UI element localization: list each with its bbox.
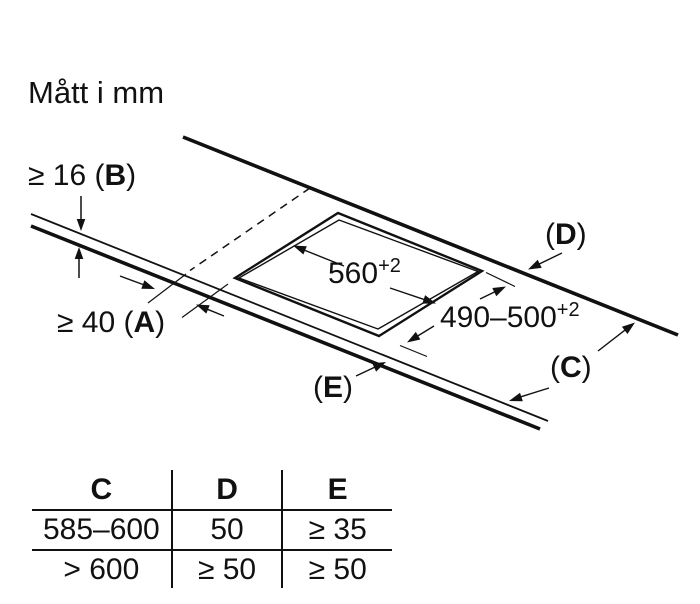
dim-a-extension-line-left xyxy=(147,273,187,304)
label-e-arrow xyxy=(355,362,386,377)
dim-a-extension-line-right xyxy=(181,283,229,318)
dim-560-arrows xyxy=(293,245,436,304)
dim-a-arrows xyxy=(119,275,225,317)
label-d: (D) xyxy=(545,218,587,251)
table-cell: 585–600 xyxy=(32,510,173,550)
table-row: 585–600 50 ≥ 35 xyxy=(32,510,392,550)
table-header-d: D xyxy=(171,470,284,510)
label-e: (E) xyxy=(313,371,353,404)
table-header-row: C D E xyxy=(32,470,392,510)
table-cell: ≥ 50 xyxy=(171,550,284,588)
dim-a-label: ≥ 40 (A) xyxy=(57,306,165,339)
dim-490-500-arrows xyxy=(399,271,516,358)
table-cell: ≥ 50 xyxy=(308,552,367,586)
dim-560-label: 560+2 xyxy=(328,255,401,290)
dim-b-label: ≥ 16 (B) xyxy=(28,159,136,192)
hidden-edge-dashed-line xyxy=(189,187,311,272)
worktop-front-edge-lines xyxy=(30,213,549,431)
page-title: Mått i mm xyxy=(28,75,164,110)
label-d-arrow xyxy=(528,252,563,270)
table-header-c: C xyxy=(32,470,173,510)
dimension-table: C D E 585–600 50 ≥ 35 > 600 ≥ 50 ≥ 50 xyxy=(32,470,392,588)
dim-490-500-label: 490–500+2 xyxy=(440,299,580,334)
table-cell: > 600 xyxy=(32,550,173,588)
worktop-rear-edge-line xyxy=(182,135,679,337)
cutout-inner-outline xyxy=(237,219,480,330)
table-cell: ≥ 35 xyxy=(308,513,367,546)
cutout-outline xyxy=(232,211,485,338)
label-c: (C) xyxy=(550,351,592,384)
label-c-arrows xyxy=(509,322,635,402)
dim-b-arrows xyxy=(74,196,86,278)
table-cell: 50 xyxy=(171,510,284,550)
table-row: > 600 ≥ 50 ≥ 50 xyxy=(32,550,392,588)
table-header-e: E xyxy=(327,472,348,506)
